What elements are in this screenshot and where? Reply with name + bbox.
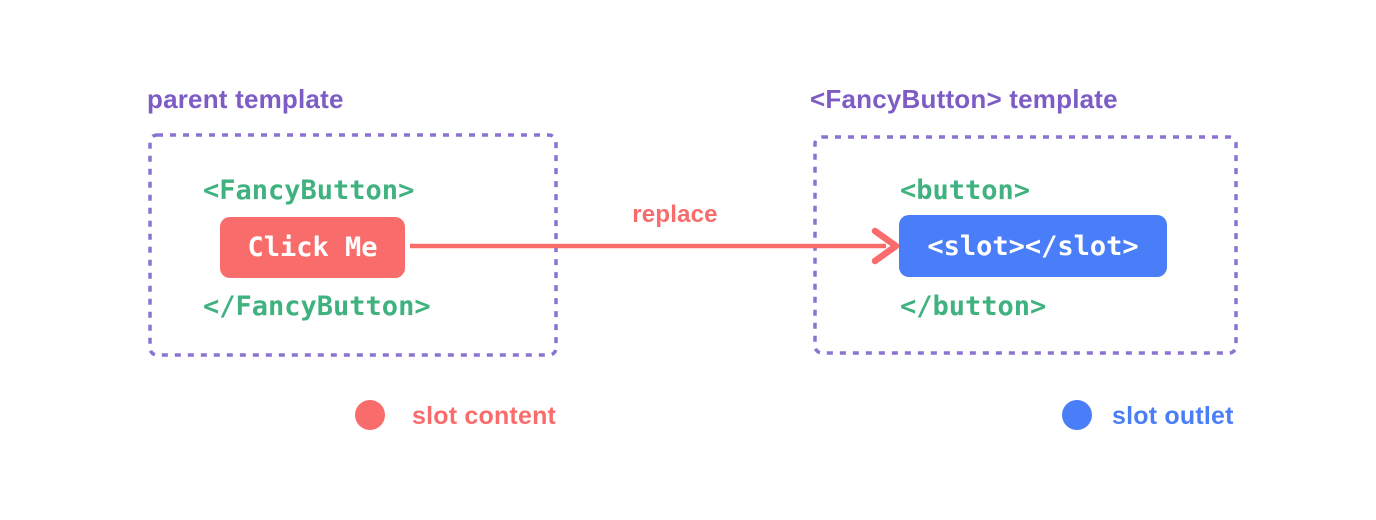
- button-open-tag: <button>: [900, 175, 1031, 206]
- legend-slot-outlet-dot: [1062, 400, 1092, 430]
- legend-slot-content-dot: [355, 400, 385, 430]
- fancybutton-template-label: <FancyButton> template: [810, 84, 1118, 114]
- slot-outlet-code: <slot></slot>: [927, 230, 1139, 262]
- fancybutton-close-tag: </FancyButton>: [203, 291, 431, 322]
- legend-slot-content-label: slot content: [412, 402, 557, 430]
- replace-label: replace: [632, 201, 718, 228]
- slot-content-chip-label: Click Me: [247, 232, 378, 263]
- legend-slot-outlet-label: slot outlet: [1112, 402, 1234, 430]
- slot-content-chip: Click Me: [220, 217, 405, 278]
- parent-template-label: parent template: [147, 84, 344, 114]
- button-close-tag: </button>: [900, 291, 1047, 322]
- fancybutton-open-tag: <FancyButton>: [203, 175, 415, 206]
- replace-arrow-head: [871, 227, 900, 265]
- slot-outlet-chip: <slot></slot>: [899, 215, 1167, 277]
